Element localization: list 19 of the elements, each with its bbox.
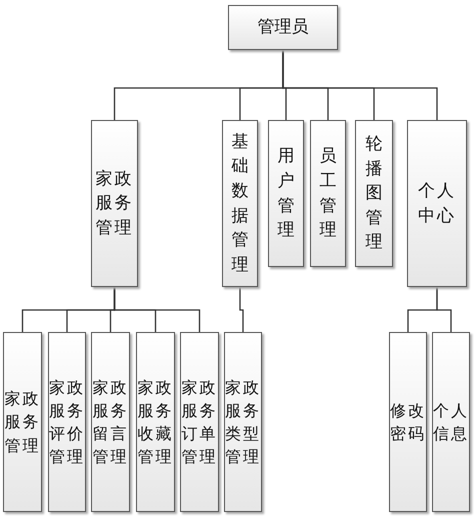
module-box: 家政服务收藏管理 (136, 332, 175, 512)
module-box: 员工管理 (310, 120, 346, 267)
module-box: 管理员 (228, 5, 338, 50)
module-box: 家政服务评价管理 (48, 332, 86, 512)
connector-line (239, 287, 244, 332)
module-box: 家政服务订单管理 (180, 332, 219, 512)
module-box: 家政服务类型管理 (224, 332, 262, 512)
module-box: 家政服务管理 (3, 332, 42, 512)
module-box: 轮播图管理 (355, 120, 393, 267)
module-box: 个人信息 (432, 332, 470, 512)
module-box: 家政服务留言管理 (91, 332, 130, 512)
module-box: 基础数据管理 (222, 120, 258, 287)
module-box: 修改密码 (389, 332, 427, 512)
module-box: 个人中心 (407, 120, 467, 287)
module-box: 家政服务管理 (91, 120, 138, 287)
connector-line (436, 287, 452, 332)
module-box: 用户管理 (268, 120, 304, 267)
connector-line (282, 50, 438, 120)
connector-line (114, 287, 200, 332)
